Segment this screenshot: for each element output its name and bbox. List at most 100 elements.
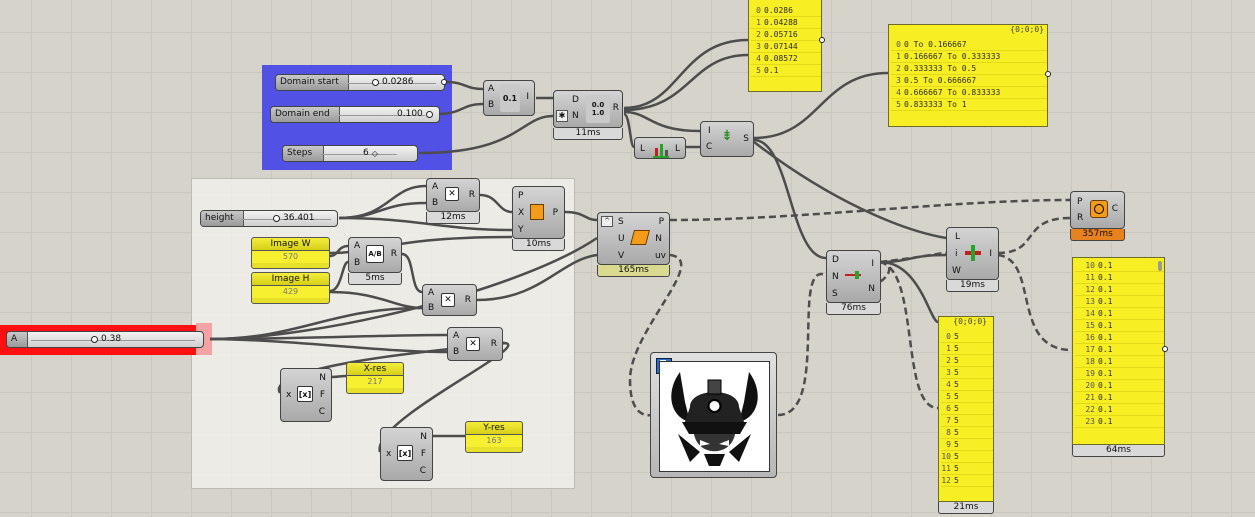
wire bbox=[623, 53, 749, 112]
image-sampler-component[interactable] bbox=[650, 352, 777, 478]
timing-label: 5ms bbox=[348, 273, 402, 285]
panel-path: {0;0;0} bbox=[953, 317, 987, 326]
slider-name: Domain start bbox=[276, 75, 349, 90]
dispatch-icon bbox=[845, 269, 861, 281]
round-component-1[interactable]: x N F C [x] bbox=[280, 368, 332, 422]
output-port[interactable] bbox=[441, 79, 447, 85]
dispatch-component[interactable]: D N S I N bbox=[826, 250, 881, 303]
output-port[interactable] bbox=[1045, 71, 1051, 77]
timing-label: 12ms bbox=[426, 212, 480, 224]
slider-name: height bbox=[201, 211, 244, 226]
scrollbar[interactable] bbox=[1158, 261, 1162, 271]
diamond-knob-icon[interactable]: ◇ bbox=[371, 149, 378, 158]
slider-name: A bbox=[7, 332, 28, 347]
slider-name: Steps bbox=[283, 146, 324, 161]
domain-start-slider[interactable]: Domain start 0.0286 bbox=[275, 74, 445, 91]
circle-icon bbox=[1090, 200, 1108, 218]
dashed-wire bbox=[879, 260, 939, 410]
bounds-component[interactable]: A B I 0.1 bbox=[483, 80, 535, 116]
image-w-param[interactable]: Image W 570 bbox=[251, 237, 330, 269]
expand-icon[interactable]: ^ bbox=[601, 216, 613, 227]
image-h-param[interactable]: Image H 429 bbox=[251, 272, 330, 304]
wire bbox=[753, 141, 947, 240]
slider-value: 0.38 bbox=[101, 334, 122, 344]
round-icon: [x] bbox=[397, 445, 413, 461]
timing-label: 76ms bbox=[826, 303, 881, 315]
insert-items-component[interactable]: L i W I bbox=[946, 227, 999, 280]
division-component[interactable]: A B R A/B bbox=[348, 237, 402, 273]
circle-component[interactable]: P R C bbox=[1070, 191, 1125, 229]
timing-label: 19ms bbox=[946, 280, 999, 292]
round-component-2[interactable]: x N F C [x] bbox=[380, 427, 433, 481]
slider-knob[interactable] bbox=[425, 111, 433, 118]
samurai-image bbox=[659, 361, 770, 472]
steps-slider[interactable]: Steps 6◇ bbox=[282, 145, 418, 162]
x-res-param[interactable]: X-res 217 bbox=[346, 362, 404, 394]
wire bbox=[623, 112, 636, 149]
output-port[interactable] bbox=[819, 37, 825, 43]
output-port[interactable] bbox=[1162, 346, 1168, 352]
multiply-icon: ✕ bbox=[466, 337, 480, 351]
wire bbox=[623, 110, 701, 133]
multiply-component-1[interactable]: A B R ✕ bbox=[426, 178, 480, 212]
domain-end-slider[interactable]: Domain end 0.100 bbox=[270, 106, 440, 123]
subset-component[interactable]: I C S ⇟ bbox=[700, 121, 754, 157]
wire bbox=[753, 138, 827, 260]
slider-knob[interactable] bbox=[273, 215, 280, 222]
multiply-component-3[interactable]: A B R ✕ bbox=[447, 327, 503, 361]
slider-name: Domain end bbox=[271, 107, 340, 122]
samurai-helmet-icon bbox=[671, 372, 758, 466]
list-length-component[interactable]: L L bbox=[634, 137, 686, 159]
multiply-component-2[interactable]: A B R ✕ bbox=[422, 284, 477, 316]
slider-knob[interactable] bbox=[91, 336, 98, 343]
construct-point-component[interactable]: P X Y P bbox=[512, 186, 565, 239]
slider-value: 0.0286 bbox=[382, 77, 414, 87]
dashed-wire bbox=[777, 272, 827, 417]
height-slider[interactable]: height 36.401 bbox=[200, 210, 338, 227]
timing-label: 11ms bbox=[553, 128, 623, 140]
range-icon: 0.0 1.0 bbox=[586, 95, 610, 123]
timing-label: 21ms bbox=[938, 502, 994, 514]
multiply-icon: ✕ bbox=[441, 293, 455, 307]
gear-icon[interactable]: ✱ bbox=[556, 110, 568, 122]
evaluate-surface-component[interactable]: ^ S U V P N uv bbox=[597, 212, 670, 265]
range-component[interactable]: D N R ✱ 0.0 1.0 bbox=[553, 90, 623, 128]
dashed-wire bbox=[997, 253, 1073, 352]
slider-knob[interactable] bbox=[372, 79, 379, 86]
y-res-param[interactable]: Y-res 163 bbox=[465, 421, 523, 453]
dashed-wire bbox=[669, 198, 1071, 222]
multiply-icon: ✕ bbox=[445, 187, 459, 201]
slider-value: 6 bbox=[363, 148, 369, 158]
wire bbox=[879, 253, 947, 264]
a-slider[interactable]: A 0.38 bbox=[6, 331, 204, 348]
insert-icon bbox=[965, 245, 981, 261]
